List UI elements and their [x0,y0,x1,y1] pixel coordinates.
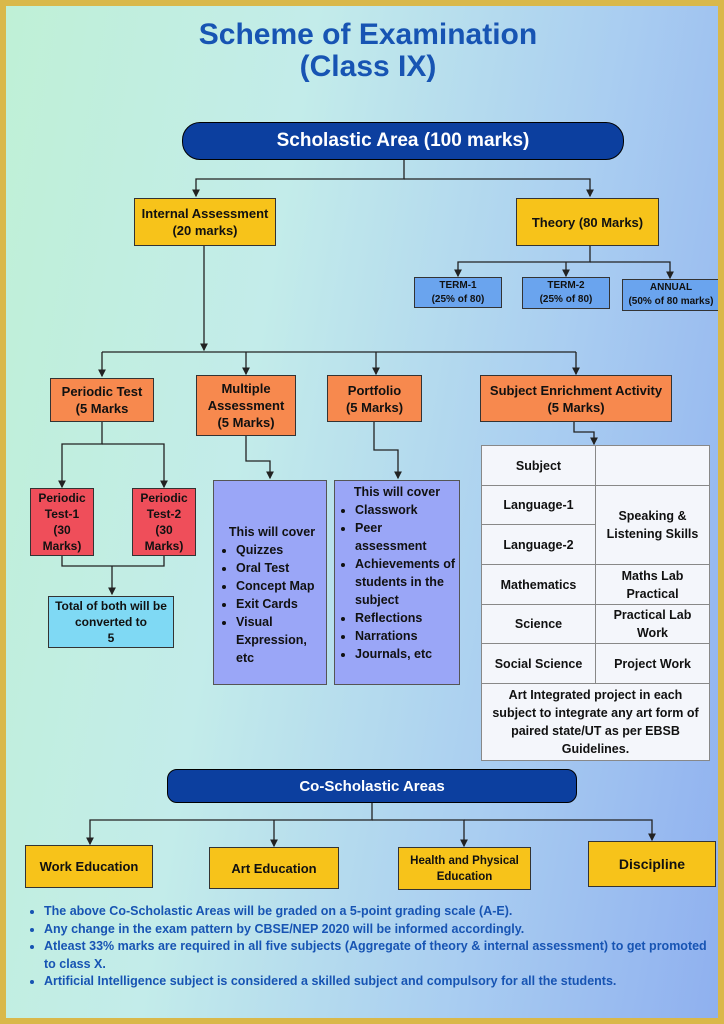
page-subtitle: (Class IX) [299,50,437,83]
note-item: Atleast 33% marks are required in all fi… [44,938,712,973]
connector-lines [58,159,674,848]
portfolio-cover-heading: This will cover [353,485,441,499]
health-pe-line1: Health and Physical [410,854,519,867]
periodic-total-box: Total of both will be converted to 5 [48,596,174,648]
portfolio-title: Portfolio [347,382,402,398]
pt1-line2: Test-1 [44,507,80,521]
internal-assessment-title: Internal Assessment [141,206,269,221]
multiple-assessment-marks: (5 Marks) [217,415,275,430]
term2-share: (25% of 80) [539,294,593,305]
internal-assessment-box: Internal Assessment (20 marks) [134,198,276,246]
pt2-line4: Marks) [144,539,184,553]
list-item: Concept Map [236,577,326,595]
table-cell-activity: Practical Lab Work [595,604,710,644]
term1-box: TERM-1 (25% of 80) [414,277,502,308]
table-cell-activity: Maths Lab Practical [595,564,710,605]
periodic-total-line1: Total of both will be [55,599,167,613]
pt1-line1: Periodic [38,491,86,505]
scholastic-area-header: Scholastic Area (100 marks) [182,122,624,160]
subject-enrichment-title: Subject Enrichment Activity [489,382,663,398]
art-education-label: Art Education [231,860,317,876]
list-item: Narrations [355,627,457,645]
multiple-cover-list: Quizzes Oral Test Concept Map Exit Cards… [218,541,326,667]
multiple-assessment-title2: Assessment [207,398,285,413]
table-row: Subject [481,445,710,486]
table-row: Science Practical Lab Work [481,604,710,644]
work-education-label: Work Education [39,859,139,874]
annual-share: (50% of 80 marks) [628,296,714,307]
discipline-box: Discipline [588,841,716,887]
list-item: Classwork [355,501,457,519]
periodic-total-line2: converted to [74,615,147,629]
discipline-label: Discipline [618,855,686,872]
table-row: Social Science Project Work [481,643,710,684]
health-physical-education-box: Health and Physical Education [398,847,531,890]
list-item: Oral Test [236,559,326,577]
table-row: Language-1 Speaking & Listening Skills [481,485,710,565]
pt1-line4: Marks) [42,539,82,553]
table-cell-subject: Social Science [481,643,596,684]
periodic-test-box: Periodic Test (5 Marks [50,378,154,422]
multiple-assessment-box: Multiple Assessment (5 Marks) [196,375,296,436]
portfolio-marks: (5 Marks) [345,399,404,415]
annual-box: ANNUAL (50% of 80 marks) [622,279,718,311]
note-item: The above Co-Scholastic Areas will be gr… [44,903,712,921]
term1-share: (25% of 80) [431,293,485,305]
multiple-assessment-cover: This will cover Quizzes Oral Test Concep… [213,480,327,685]
internal-assessment-marks: (20 marks) [172,223,238,238]
note-item: Any change in the exam pattern by CBSE/N… [44,921,712,939]
health-pe-line2: Education [436,870,493,883]
table-footer-note: Art Integrated project in each subject t… [481,683,710,761]
table-cell-language-1: Language-1 [481,485,596,525]
list-item: Peer assessment [355,519,457,555]
list-item: Journals, etc [355,645,457,663]
note-item: Artificial Intelligence subject is consi… [44,973,712,991]
list-item: Visual Expression, etc [236,613,326,667]
notes-section: The above Co-Scholastic Areas will be gr… [26,903,712,991]
table-cell-subject: Science [481,604,596,644]
term1-label: TERM-1 [439,279,477,291]
co-scholastic-header: Co-Scholastic Areas [167,769,577,803]
work-education-box: Work Education [25,845,153,888]
notes-list: The above Co-Scholastic Areas will be gr… [26,903,712,991]
periodic-test-marks: (5 Marks [75,401,129,416]
periodic-test-title: Periodic Test [61,384,143,399]
portfolio-cover: This will cover Classwork Peer assessmen… [334,480,460,685]
periodic-total-line3: 5 [107,631,115,645]
table-cell-activity: Project Work [595,643,710,684]
list-item: Achievements of students in the subject [355,555,457,609]
list-item: Quizzes [236,541,326,559]
pt1-line3: (30 [53,523,71,537]
table-row: Mathematics Maths Lab Practical [481,564,710,605]
pt2-line2: Test-2 [146,507,182,521]
subject-enrichment-table: Subject Language-1 Speaking & Listening … [481,445,710,761]
multiple-cover-heading: This will cover [228,525,316,539]
subject-enrichment-marks: (5 Marks) [547,399,605,415]
subject-enrichment-box: Subject Enrichment Activity (5 Marks) [480,375,672,422]
table-cell-language-2: Language-2 [481,524,596,565]
periodic-test-1-box: Periodic Test-1 (30 Marks) [30,488,94,556]
table-header-subject: Subject [481,445,596,486]
page-title: Scheme of Examination [198,18,538,51]
theory-box: Theory (80 Marks) [516,198,659,246]
list-item: Exit Cards [236,595,326,613]
multiple-assessment-title1: Multiple [221,381,271,396]
term2-box: TERM-2 (25% of 80) [522,277,610,309]
list-item: Reflections [355,609,457,627]
table-header-blank [595,445,710,486]
theory-label: Theory (80 Marks) [531,214,644,230]
term2-label: TERM-2 [547,280,585,291]
annual-label: ANNUAL [649,282,693,293]
pt2-line3: (30 [155,523,173,537]
portfolio-box: Portfolio (5 Marks) [327,375,422,422]
art-education-box: Art Education [209,847,339,889]
portfolio-cover-list: Classwork Peer assessment Achievements o… [337,501,457,663]
table-row: Art Integrated project in each subject t… [481,683,710,761]
table-cell-subject: Mathematics [481,564,596,605]
pt2-line1: Periodic [140,491,188,505]
periodic-test-2-box: Periodic Test-2 (30 Marks) [132,488,196,556]
table-cell-speaking-listening: Speaking & Listening Skills [595,485,710,565]
